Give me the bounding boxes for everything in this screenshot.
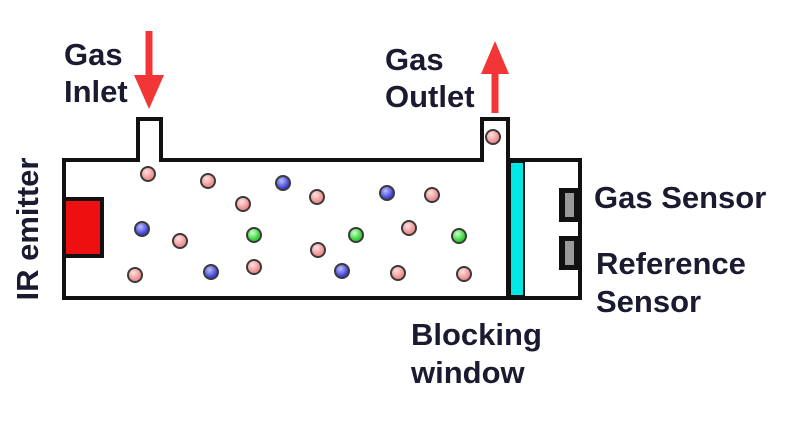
molecule-pink bbox=[424, 187, 440, 203]
gas-inlet-pipe bbox=[136, 117, 163, 162]
molecule-pink bbox=[127, 267, 143, 283]
inlet-arrow-down-icon bbox=[134, 31, 164, 109]
gas-sensor-slot bbox=[565, 193, 574, 217]
gas-inlet-label: Gas Inlet bbox=[64, 36, 128, 110]
molecule-pink bbox=[456, 266, 472, 282]
molecule-pink bbox=[200, 173, 216, 189]
gas-sensor-label: Gas Sensor bbox=[594, 180, 767, 215]
molecule-pink bbox=[310, 242, 326, 258]
reference-sensor-label: Reference Sensor bbox=[596, 245, 746, 321]
molecule-blue bbox=[203, 264, 219, 280]
gas-inlet-label-line2: Inlet bbox=[64, 74, 128, 109]
ir-emitter-block bbox=[62, 197, 104, 258]
blocking-window-label: Blocking window bbox=[411, 316, 542, 392]
gas-inlet-label-line1: Gas bbox=[64, 37, 123, 72]
blocking-window-label-line1: Blocking bbox=[411, 317, 542, 352]
molecule-pink bbox=[401, 220, 417, 236]
molecule-blue bbox=[379, 185, 395, 201]
outlet-arrow-up-icon bbox=[481, 41, 509, 113]
molecule-green bbox=[246, 227, 262, 243]
molecule-blue bbox=[134, 221, 150, 237]
molecule-pink bbox=[172, 233, 188, 249]
gas-sensor-block bbox=[559, 188, 582, 222]
reference-sensor-label-line1: Reference bbox=[596, 246, 746, 281]
reference-sensor-label-line2: Sensor bbox=[596, 284, 702, 319]
molecule-pink bbox=[140, 166, 156, 182]
molecule-blue bbox=[334, 263, 350, 279]
blocking-window bbox=[509, 161, 525, 297]
molecule-pink bbox=[309, 189, 325, 205]
molecule-blue bbox=[275, 175, 291, 191]
ir-emitter-label: IR emitter bbox=[10, 157, 45, 301]
molecule-pink bbox=[235, 196, 251, 212]
gas-outlet-label-line2: Outlet bbox=[385, 79, 475, 114]
molecule-pink bbox=[390, 265, 406, 281]
molecule-pink bbox=[246, 259, 262, 275]
molecule-green bbox=[348, 227, 364, 243]
gas-outlet-label-line1: Gas bbox=[385, 42, 444, 77]
reference-sensor-slot bbox=[565, 241, 574, 265]
gas-outlet-label: Gas Outlet bbox=[385, 41, 475, 115]
molecule-pink bbox=[485, 129, 501, 145]
reference-sensor-block bbox=[559, 236, 582, 270]
blocking-window-label-line2: window bbox=[411, 355, 525, 390]
molecule-green bbox=[451, 228, 467, 244]
